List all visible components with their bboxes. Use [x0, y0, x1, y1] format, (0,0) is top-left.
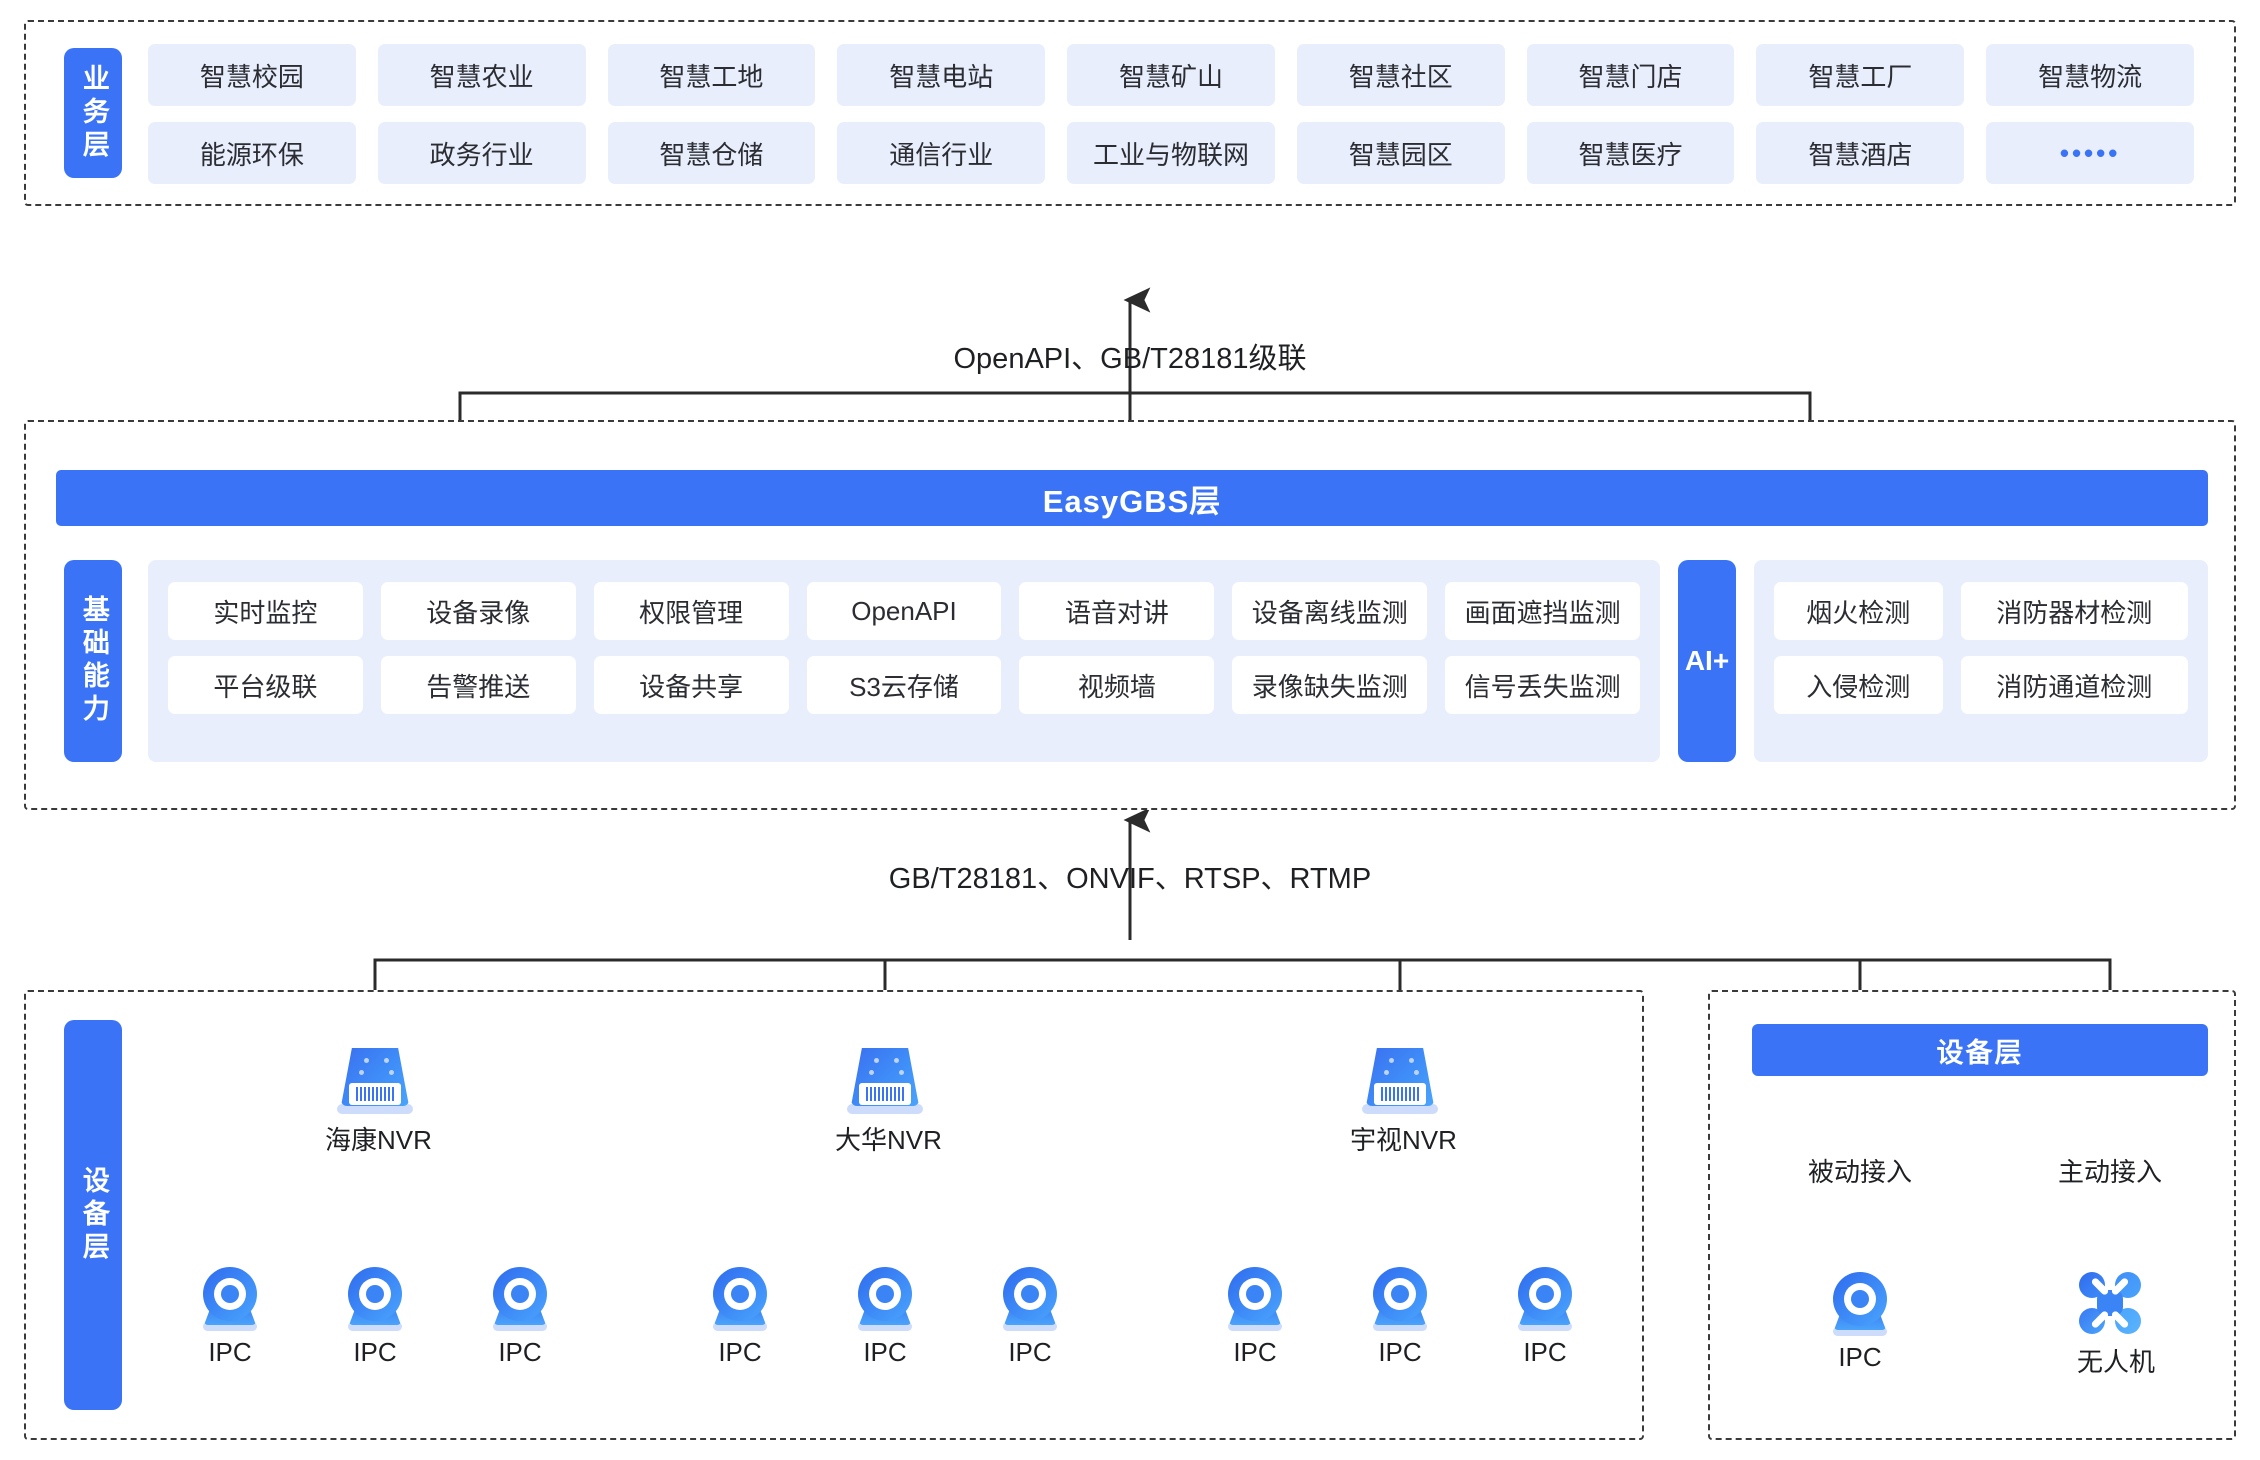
nvr-icon [337, 1048, 413, 1114]
ipc-camera-icon [487, 1265, 553, 1331]
capability-item[interactable]: 语音对讲 [1019, 582, 1215, 640]
nvr-node[interactable]: 大华NVR [835, 1048, 942, 1157]
business-item[interactable]: 智慧矿山 [1067, 44, 1275, 106]
business-item[interactable]: 政务行业 [377, 122, 586, 184]
bottom-connector-label: GB/T28181、ONVIF、RTSP、RTMP [888, 863, 1372, 895]
ipc-node[interactable]: IPC [1367, 1265, 1433, 1368]
ipc-camera-icon [997, 1265, 1063, 1331]
ipc-node-right[interactable]: IPC [1827, 1270, 1893, 1373]
ipc-node[interactable]: IPC [487, 1265, 553, 1368]
nvr-icon [1362, 1048, 1438, 1114]
capability-item[interactable]: 设备录像 [380, 582, 576, 640]
business-item[interactable]: 智慧门店 [1526, 44, 1735, 106]
business-item[interactable]: 智慧医疗 [1526, 122, 1735, 184]
ipc-node[interactable]: IPC [1222, 1265, 1288, 1368]
ipc-node[interactable]: IPC [197, 1265, 263, 1368]
ipc-camera-icon [342, 1265, 408, 1331]
business-layer-rail-label: 业务层 [78, 63, 109, 163]
ipc-camera-icon [707, 1265, 773, 1331]
capability-item[interactable]: 权限管理 [593, 582, 789, 640]
capability-item[interactable]: OpenAPI [806, 582, 1002, 640]
capability-item[interactable]: 设备离线监测 [1232, 582, 1428, 640]
nvr-node[interactable]: 海康NVR [325, 1048, 432, 1157]
ipc-label: IPC [1008, 1337, 1052, 1367]
easygbs-title-bar: EasyGBS层 [56, 470, 2208, 526]
business-item[interactable]: 智慧社区 [1296, 44, 1505, 106]
nvr-label: 宇视NVR [1350, 1125, 1457, 1155]
business-item[interactable]: 智慧工厂 [1756, 44, 1965, 106]
ipc-node[interactable]: IPC [342, 1265, 408, 1368]
ipc-camera-icon [1512, 1265, 1578, 1331]
drone-label: 无人机 [2077, 1347, 2156, 1377]
ai-capability-item[interactable]: 入侵检测 [1774, 656, 1943, 714]
capability-item[interactable]: 设备共享 [593, 656, 789, 714]
business-item[interactable]: 智慧仓储 [607, 122, 816, 184]
ipc-node[interactable]: IPC [997, 1265, 1063, 1368]
ipc-label: IPC [1838, 1342, 1882, 1372]
business-item[interactable]: 通信行业 [837, 122, 1046, 184]
passive-access-label: 被动接入 [1807, 1157, 1912, 1187]
nvr-label: 大华NVR [835, 1125, 942, 1155]
business-item[interactable]: 智慧酒店 [1756, 122, 1965, 184]
capability-rail: 基础能力 [64, 560, 122, 762]
ai-capability-item[interactable]: 消防器材检测 [1960, 582, 2188, 640]
device-layer-right-title: 设备层 [1752, 1024, 2208, 1076]
ipc-node[interactable]: IPC [852, 1265, 918, 1368]
ipc-label: IPC [863, 1337, 907, 1367]
capability-item[interactable]: 画面遮挡监测 [1445, 582, 1640, 640]
drone-node[interactable]: 无人机 [2077, 1270, 2156, 1379]
ipc-camera-icon [197, 1265, 263, 1331]
business-item-more[interactable]: ••••• [1986, 122, 2194, 184]
business-item[interactable]: 智慧农业 [377, 44, 586, 106]
business-item[interactable]: 智慧校园 [148, 44, 356, 106]
business-layer-grid: 智慧校园 智慧农业 智慧工地 智慧电站 智慧矿山 智慧社区 智慧门店 智慧工厂 … [148, 44, 2194, 184]
capability-item[interactable]: 录像缺失监测 [1232, 656, 1428, 714]
ai-plus-rail: AI+ [1678, 560, 1736, 762]
business-item[interactable]: 工业与物联网 [1067, 122, 1275, 184]
capability-grid: 实时监控 设备录像 权限管理 OpenAPI 语音对讲 设备离线监测 画面遮挡监… [168, 582, 1640, 740]
ipc-node[interactable]: IPC [1512, 1265, 1578, 1368]
capability-item[interactable]: 实时监控 [168, 582, 363, 640]
business-item[interactable]: 智慧园区 [1296, 122, 1505, 184]
capability-item[interactable]: 平台级联 [168, 656, 363, 714]
nvr-node[interactable]: 宇视NVR [1350, 1048, 1457, 1157]
ipc-label: IPC [1523, 1337, 1567, 1367]
capability-box: 实时监控 设备录像 权限管理 OpenAPI 语音对讲 设备离线监测 画面遮挡监… [148, 560, 1660, 762]
ai-plus-rail-label: AI+ [1684, 644, 1730, 676]
device-layer-rail: 设备层 [64, 1020, 122, 1410]
ipc-label: IPC [353, 1337, 397, 1367]
top-connector-label: OpenAPI、GB/T28181级联 [953, 343, 1307, 375]
nvr-icon [847, 1048, 923, 1114]
capability-rail-label: 基础能力 [78, 595, 109, 727]
ai-capability-box: 烟火检测 消防器材检测 入侵检测 消防通道检测 [1754, 560, 2208, 762]
ai-capability-item[interactable]: 烟火检测 [1774, 582, 1943, 640]
ipc-camera-icon [852, 1265, 918, 1331]
active-access-label: 主动接入 [2057, 1157, 2162, 1187]
capability-item[interactable]: 告警推送 [380, 656, 576, 714]
business-layer-rail: 业务层 [64, 48, 122, 178]
drone-icon [2077, 1270, 2143, 1336]
business-item[interactable]: 智慧电站 [837, 44, 1046, 106]
capability-item[interactable]: S3云存储 [806, 656, 1002, 714]
nvr-label: 海康NVR [325, 1125, 432, 1155]
device-layer-rail-label: 设备层 [78, 1165, 109, 1265]
ipc-node[interactable]: IPC [707, 1265, 773, 1368]
ipc-camera-icon [1222, 1265, 1288, 1331]
capability-item[interactable]: 信号丢失监测 [1445, 656, 1640, 714]
ipc-camera-icon [1827, 1270, 1893, 1336]
ipc-label: IPC [718, 1337, 762, 1367]
capability-item[interactable]: 视频墙 [1019, 656, 1215, 714]
ipc-label: IPC [1378, 1337, 1422, 1367]
ipc-label: IPC [208, 1337, 252, 1367]
ai-capability-item[interactable]: 消防通道检测 [1960, 656, 2188, 714]
ai-capability-grid: 烟火检测 消防器材检测 入侵检测 消防通道检测 [1774, 582, 2188, 740]
ipc-camera-icon [1367, 1265, 1433, 1331]
ipc-label: IPC [1233, 1337, 1277, 1367]
ipc-label: IPC [498, 1337, 542, 1367]
business-item[interactable]: 能源环保 [148, 122, 356, 184]
business-item[interactable]: 智慧工地 [607, 44, 816, 106]
business-item[interactable]: 智慧物流 [1986, 44, 2194, 106]
